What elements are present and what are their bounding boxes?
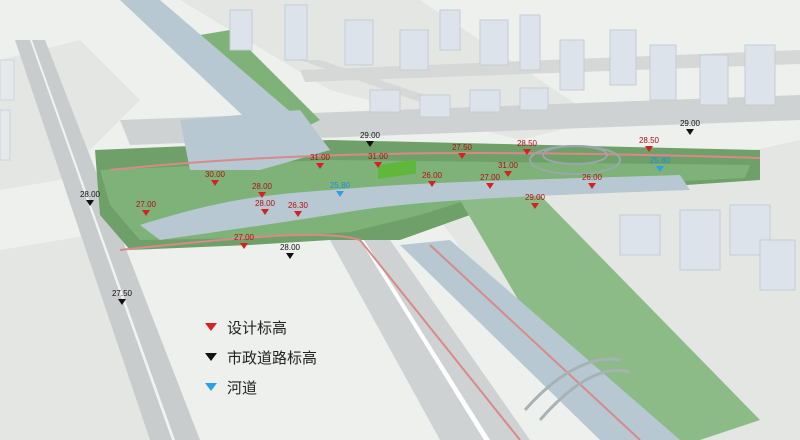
elevation-label: 26.30 <box>288 201 309 210</box>
legend-item-design: 设计标高 <box>205 312 317 342</box>
elevation-label: 28.00 <box>255 199 276 208</box>
elevation-marker: 30.00 <box>205 170 226 186</box>
marker-triangle-icon <box>428 181 436 187</box>
elevation-marker: 31.00 <box>498 161 519 177</box>
elevation-label: 29.00 <box>680 119 701 128</box>
elevation-marker: 26.00 <box>422 171 443 187</box>
marker-triangle-icon <box>504 171 512 177</box>
legend-label: 河道 <box>227 378 258 397</box>
elevation-marker: 27.00 <box>136 200 157 216</box>
marker-triangle-icon <box>240 243 248 249</box>
marker-triangle-icon <box>86 200 94 206</box>
elevation-marker: 28.00 <box>80 190 101 206</box>
elevation-marker: 27.50 <box>452 143 473 159</box>
elevation-marker: 27.00 <box>234 233 255 249</box>
blue-triangle-icon <box>205 383 217 391</box>
elevation-label: 25.80 <box>330 181 351 190</box>
left-buildings <box>0 59 15 161</box>
elevation-label: 28.50 <box>517 139 538 148</box>
elevation-marker: 25.80 <box>330 181 351 197</box>
elevation-marker: 28.00 <box>280 243 301 259</box>
elevation-marker: 31.00 <box>368 152 389 168</box>
marker-triangle-icon <box>286 253 294 259</box>
arch-bridge <box>523 357 631 421</box>
elevation-marker: 28.50 <box>639 136 660 152</box>
elevation-label: 31.00 <box>368 152 389 161</box>
bus <box>378 159 416 179</box>
elevation-marker: 29.00 <box>680 119 701 135</box>
elevation-label: 28.00 <box>252 182 273 191</box>
elevation-label: 26.00 <box>422 171 443 180</box>
elevation-marker: 27.00 <box>480 173 501 189</box>
elevation-markers: 29.00 29.00 28.00 28.00 27.50 31.00 30.00 28.00… <box>80 119 701 305</box>
elevation-marker: 29.00 <box>525 193 546 209</box>
elevation-label: 29.00 <box>360 131 381 140</box>
marker-triangle-icon <box>374 162 382 168</box>
marker-triangle-icon <box>336 191 344 197</box>
marker-triangle-icon <box>142 210 150 216</box>
marker-triangle-icon <box>588 183 596 189</box>
elevation-label: 27.50 <box>112 289 133 298</box>
elevation-label: 31.00 <box>498 161 519 170</box>
river <box>120 0 690 440</box>
marker-triangle-icon <box>211 180 219 186</box>
elevation-label: 27.50 <box>452 143 473 152</box>
legend-label: 市政道路标高 <box>227 348 318 367</box>
elevation-marker: 29.00 <box>360 131 381 147</box>
marker-triangle-icon <box>294 211 302 217</box>
red-triangle-icon <box>205 323 217 331</box>
elevation-marker: 28.00 <box>252 182 273 198</box>
elevation-label: 28.00 <box>280 243 301 252</box>
elevation-marker: 28.50 <box>517 139 538 155</box>
elevation-marker: 25.80 <box>650 156 671 172</box>
elevation-label: 27.00 <box>234 233 255 242</box>
marker-triangle-icon <box>118 299 126 305</box>
elevation-label: 28.50 <box>639 136 660 145</box>
marker-triangle-icon <box>656 166 664 172</box>
marker-triangle-icon <box>258 192 266 198</box>
elevation-label: 31.00 <box>310 153 331 162</box>
marker-triangle-icon <box>686 129 694 135</box>
elevation-marker: 27.50 <box>112 289 133 305</box>
promenade-paths <box>109 152 761 440</box>
elevation-label: 28.00 <box>80 190 101 199</box>
elevation-marker: 26.00 <box>582 173 603 189</box>
elevation-label: 27.00 <box>136 200 157 209</box>
marker-triangle-icon <box>316 163 324 169</box>
elevation-marker: 26.30 <box>288 201 309 217</box>
elevation-marker: 28.00 <box>255 199 276 215</box>
black-triangle-icon <box>205 353 217 361</box>
marker-triangle-icon <box>645 146 653 152</box>
marker-triangle-icon <box>366 141 374 147</box>
marker-triangle-icon <box>523 149 531 155</box>
elevation-label: 29.00 <box>525 193 546 202</box>
elevation-label: 26.00 <box>582 173 603 182</box>
legend-item-road: 市政道路标高 <box>205 342 317 372</box>
legend: 设计标高 市政道路标高 河道 <box>205 312 317 402</box>
marker-triangle-icon <box>486 183 494 189</box>
legend-item-river: 河道 <box>205 372 317 402</box>
towers <box>229 4 796 291</box>
elevation-label: 27.00 <box>480 173 501 182</box>
marker-triangle-icon <box>458 153 466 159</box>
legend-label: 设计标高 <box>227 318 288 337</box>
elevation-label: 25.80 <box>650 156 671 165</box>
elevation-label: 30.00 <box>205 170 226 179</box>
marker-triangle-icon <box>261 209 269 215</box>
ring-pavilion <box>529 145 621 175</box>
marker-triangle-icon <box>531 203 539 209</box>
elevation-marker: 31.00 <box>310 153 331 169</box>
